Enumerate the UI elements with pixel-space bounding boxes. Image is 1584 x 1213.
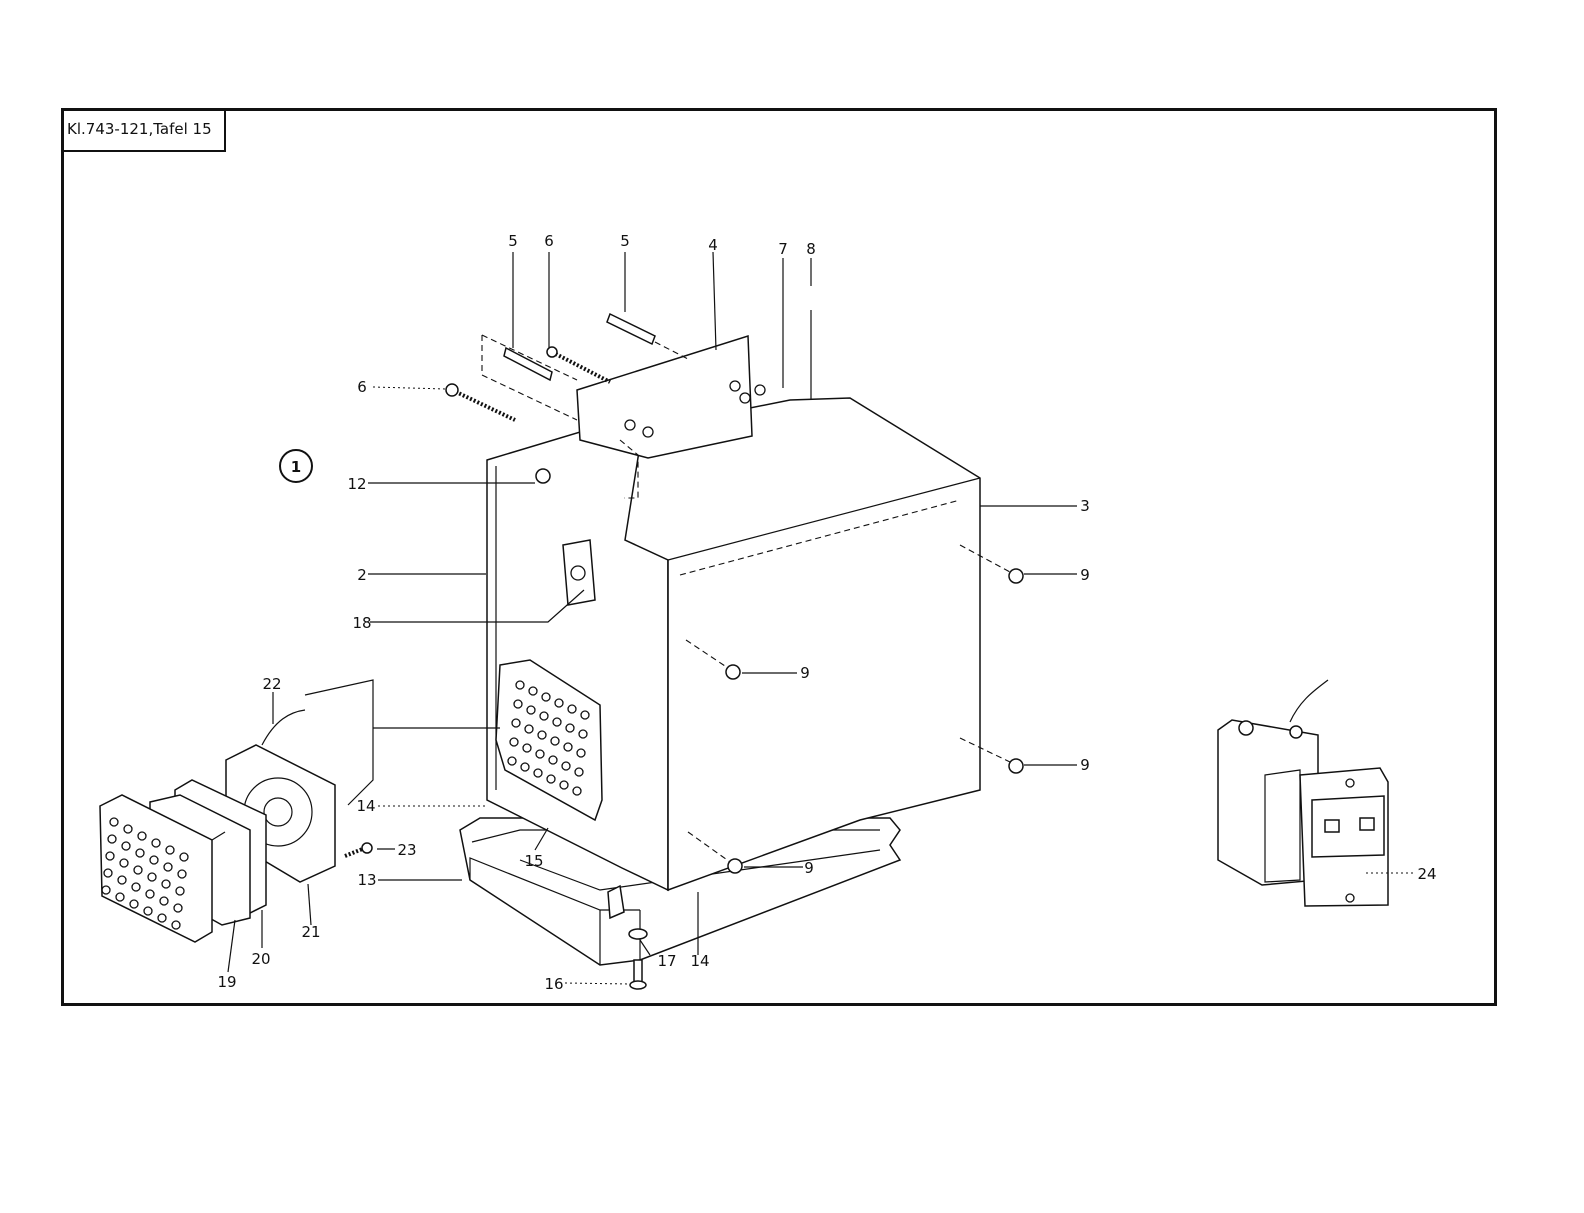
callout-2: 2 bbox=[357, 566, 367, 584]
mounting-plate bbox=[577, 336, 765, 458]
callout-15: 15 bbox=[524, 852, 543, 870]
callout-9b: 9 bbox=[800, 664, 810, 682]
screw-12 bbox=[536, 469, 550, 483]
callout-6a: 6 bbox=[544, 232, 554, 250]
screw-23 bbox=[345, 843, 372, 856]
callout-21: 21 bbox=[301, 923, 320, 941]
callout-4: 4 bbox=[708, 236, 718, 254]
callout-16: 16 bbox=[544, 975, 563, 993]
callout-14b: 14 bbox=[690, 952, 709, 970]
callout-9a: 9 bbox=[1080, 566, 1090, 584]
callout-7: 7 bbox=[778, 240, 788, 258]
callout-17: 17 bbox=[657, 952, 676, 970]
callout-22: 22 bbox=[262, 675, 281, 693]
callout-9c: 9 bbox=[1080, 756, 1090, 774]
callout-5a: 5 bbox=[508, 232, 518, 250]
callout-24: 24 bbox=[1417, 865, 1436, 883]
callout-14a: 14 bbox=[356, 797, 375, 815]
callout-5b: 5 bbox=[620, 232, 630, 250]
callout-19: 19 bbox=[217, 973, 236, 991]
power-connector-module bbox=[1218, 680, 1388, 906]
callout-3: 3 bbox=[1080, 497, 1090, 515]
figure-number-text: 1 bbox=[291, 458, 301, 476]
callout-13: 13 bbox=[357, 871, 376, 889]
callout-18: 18 bbox=[352, 614, 371, 632]
callout-8: 8 bbox=[806, 240, 816, 258]
callout-12: 12 bbox=[347, 475, 366, 493]
callout-20: 20 bbox=[251, 950, 270, 968]
housing-cover bbox=[625, 398, 980, 890]
callout-9d: 9 bbox=[804, 859, 814, 877]
callout-23: 23 bbox=[397, 841, 416, 859]
callout-6b: 6 bbox=[357, 378, 367, 396]
figure-number: 1 bbox=[280, 450, 312, 482]
